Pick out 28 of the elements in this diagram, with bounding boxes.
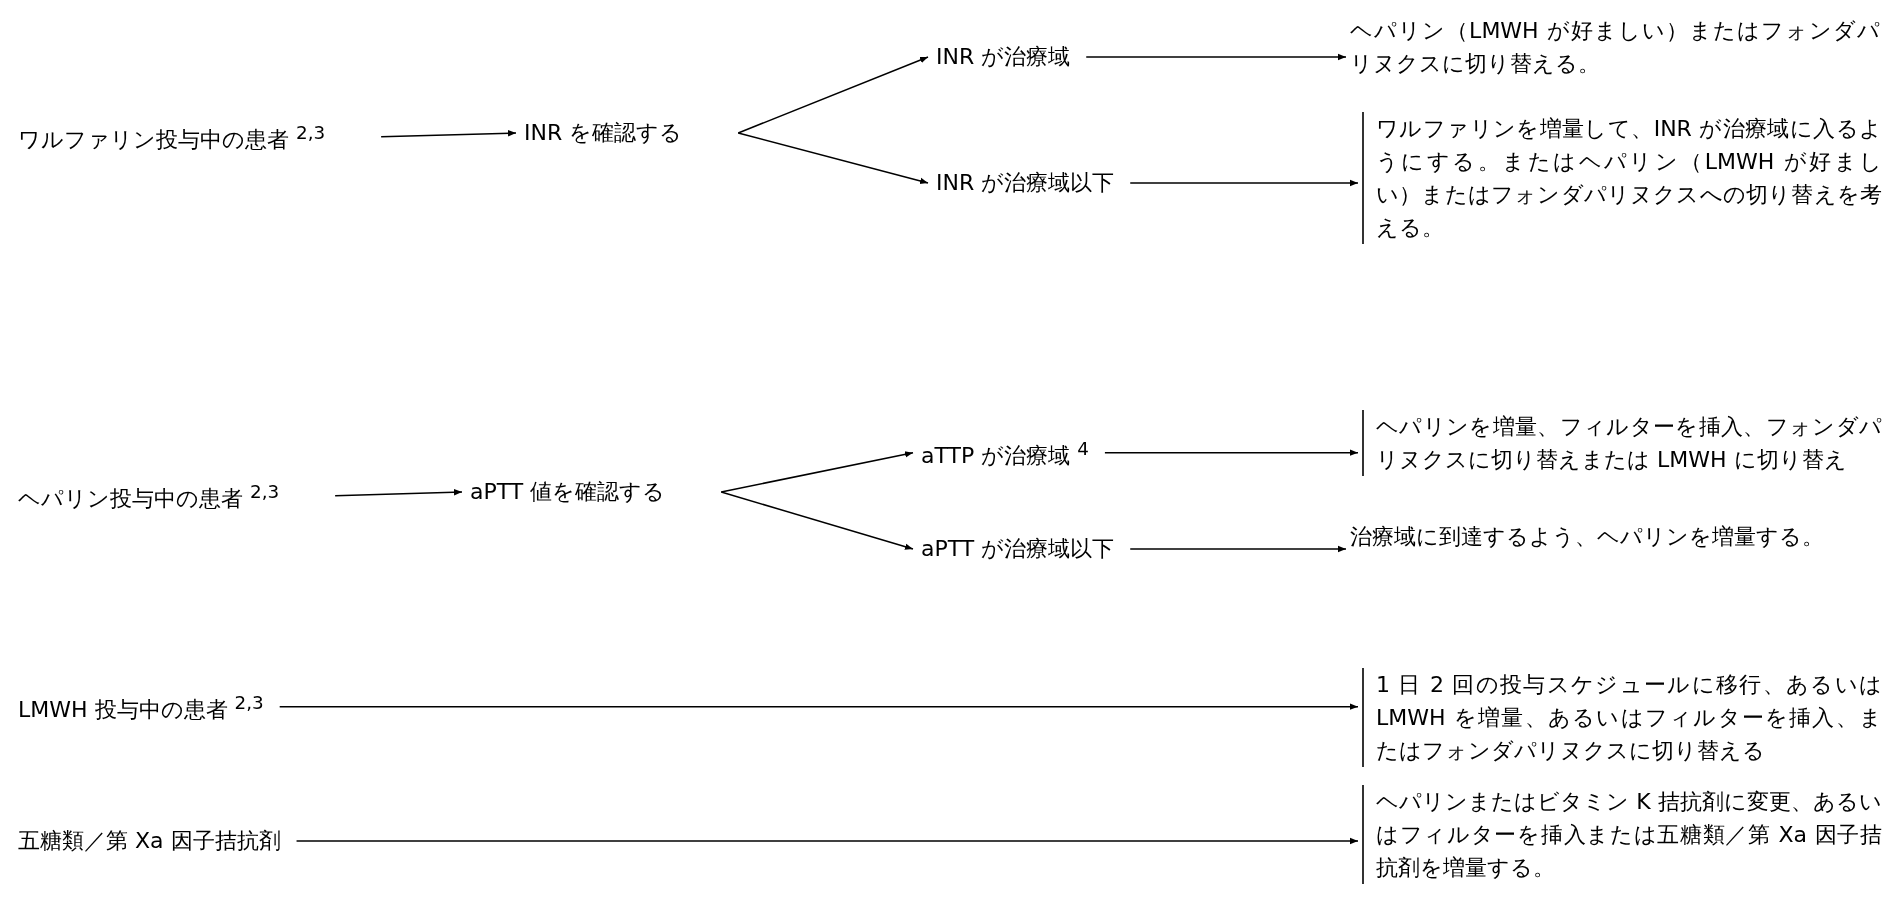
step-text: aTTP が治療域 $^{4}$ bbox=[917, 434, 1093, 472]
arrow bbox=[1129, 179, 1359, 187]
arrow bbox=[720, 491, 914, 550]
step-text: INR が治療域 bbox=[932, 42, 1075, 72]
arrow bbox=[295, 837, 1359, 845]
arrow bbox=[720, 451, 914, 493]
step-text: INR を確認する bbox=[520, 118, 687, 148]
step-text: aPTT 値を確認する bbox=[466, 477, 670, 507]
step-text: ワルファリン投与中の患者 $^{2,3}$ bbox=[14, 118, 330, 156]
arrow bbox=[737, 56, 929, 134]
step-text: ヘパリン投与中の患者 $^{2,3}$ bbox=[14, 477, 284, 515]
arrow bbox=[278, 703, 1359, 710]
step-text: aPTT が治療域以下 bbox=[917, 534, 1119, 564]
arrow bbox=[1129, 545, 1347, 553]
arrow bbox=[334, 489, 463, 497]
barred-note: 1 日 2 回の投与スケジュールに移行、あるいは LMWH を増量、あるいはフィルターを挿入、またはフォンダパリヌクスに切り替える bbox=[1362, 668, 1882, 767]
note-text: ヘパリン（LMWH が好ましい）またはフォンダパリヌクスに切り替える。 bbox=[1350, 14, 1880, 80]
step-text: LMWH 投与中の患者 $^{2,3}$ bbox=[14, 688, 268, 726]
arrow bbox=[1104, 449, 1359, 456]
arrow bbox=[380, 130, 517, 138]
arrow bbox=[1085, 53, 1347, 61]
barred-note: ヘパリンを増量、フィルターを挿入、フォンダパリヌクスに切り替えまたは LMWH に切り替え bbox=[1362, 410, 1882, 476]
barred-note: ワルファリンを増量して、INR が治療域に入るようにする。またはヘパリン（LMWH が好ましい）またはフォンダパリヌクスへの切り替えを考える。 bbox=[1362, 112, 1882, 244]
note-text: 治療域に到達するよう、ヘパリンを増量する。 bbox=[1350, 520, 1880, 553]
step-text: 五糖類／第 Xa 因子拮抗剤 bbox=[14, 826, 285, 856]
arrow bbox=[737, 132, 929, 185]
barred-note: ヘパリンまたはビタミン K 拮抗剤に変更、あるいはフィルターを挿入または五糖類／第 Xa 因子拮抗剤を増量する。 bbox=[1362, 785, 1882, 884]
step-text: INR が治療域以下 bbox=[932, 168, 1119, 198]
